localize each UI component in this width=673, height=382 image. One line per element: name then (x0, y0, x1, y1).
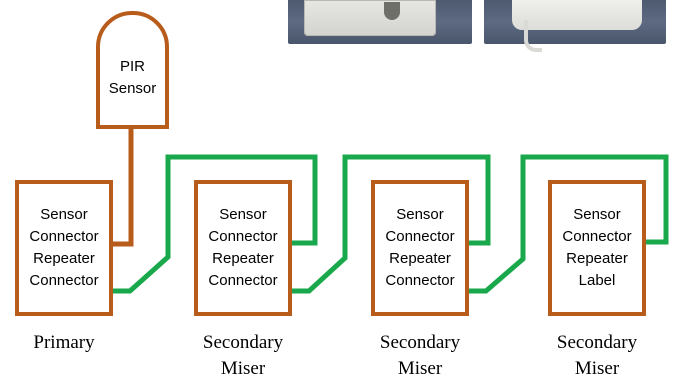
device-cable (524, 20, 542, 52)
secondary-unit-box-3: Sensor Connector Repeater Label (548, 180, 646, 316)
link-wire-3 (467, 154, 669, 294)
secondary-caption-2: Secondary Miser (379, 332, 461, 379)
sensor-device-image (304, 0, 436, 36)
secondary-caption-3: Secondary Miser (556, 332, 638, 379)
secondary-unit-box-2: Sensor Connector Repeater Connector (371, 180, 469, 316)
pir-sensor-label: PIR Sensor (108, 58, 157, 97)
sensor-photo-2 (484, 0, 666, 52)
sensor-photo-1 (288, 0, 472, 44)
pir-link-wire (111, 127, 134, 247)
primary-caption: Primary (33, 332, 95, 353)
link-wire-1 (112, 154, 318, 294)
secondary-unit-box-1: Sensor Connector Repeater Connector (194, 180, 292, 316)
primary-unit-box: Sensor Connector Repeater Connector (15, 180, 113, 316)
link-wire-2 (290, 154, 491, 294)
pir-sensor-box (96, 11, 169, 129)
secondary-caption-1: Secondary Miser (202, 332, 284, 379)
device-slot (384, 2, 400, 20)
